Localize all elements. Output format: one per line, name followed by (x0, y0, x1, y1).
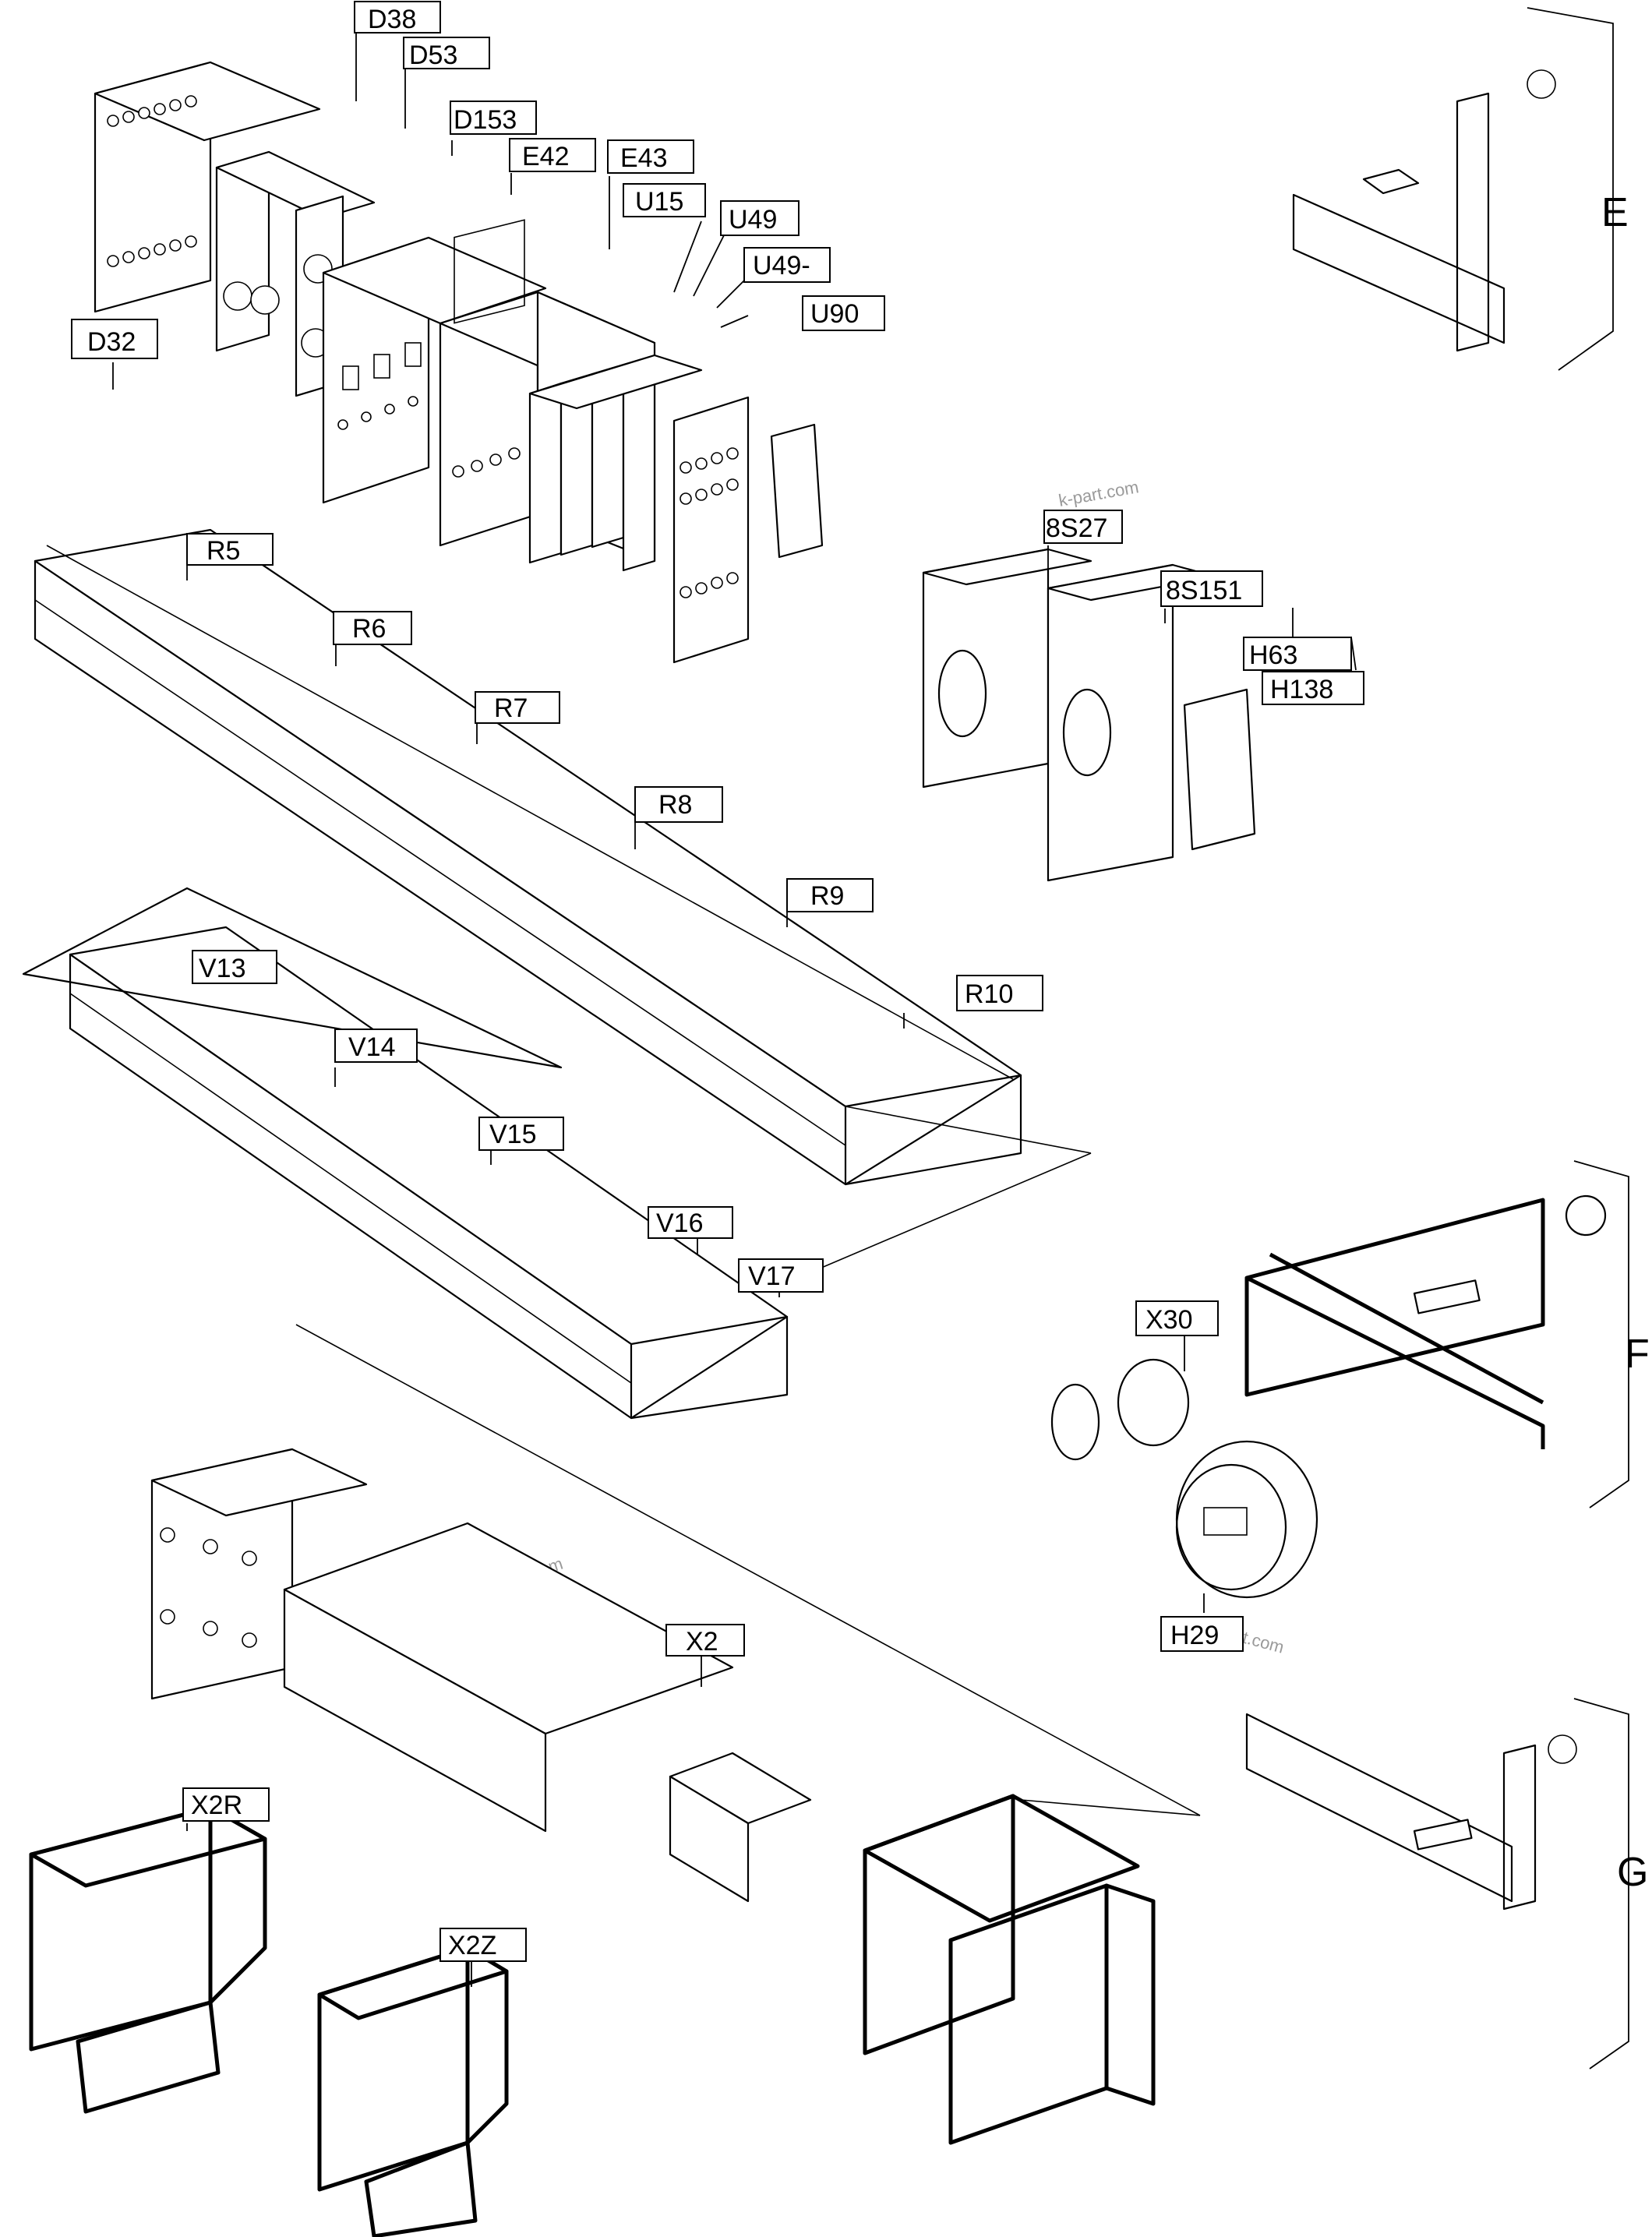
terminal-row-v (22, 887, 789, 1420)
svg-text:X30: X30 (1145, 1305, 1193, 1335)
terminal-row-r (34, 528, 1092, 1286)
label-u49[interactable]: U49 (720, 200, 800, 236)
svg-text:R5: R5 (206, 536, 240, 566)
label-u15[interactable]: U15 (623, 183, 706, 217)
label-x2z[interactable]: X2Z (439, 1928, 527, 1962)
terminal-block-x2z (317, 1946, 509, 2237)
label-r8[interactable]: R8 (634, 786, 723, 823)
svg-text:8S151: 8S151 (1166, 576, 1242, 605)
svg-text:D153: D153 (454, 105, 517, 135)
svg-text:V17: V17 (748, 1261, 796, 1291)
svg-text:H138: H138 (1270, 675, 1333, 704)
svg-text:R9: R9 (810, 881, 844, 911)
label-d32[interactable]: D32 (71, 319, 158, 359)
svg-text:U49-: U49- (753, 251, 810, 281)
svg-text:U49: U49 (729, 205, 777, 235)
group-f[interactable]: F (1625, 1332, 1650, 1377)
rotary-switch-assembly (922, 548, 1256, 882)
svg-text:X2: X2 (686, 1627, 718, 1657)
label-e42[interactable]: E42 (509, 138, 596, 172)
svg-text:8S27: 8S27 (1046, 513, 1107, 543)
svg-text:R8: R8 (658, 790, 692, 820)
label-v13[interactable]: V13 (192, 950, 277, 984)
svg-text:R6: R6 (352, 614, 386, 644)
svg-text:X2R: X2R (191, 1791, 242, 1820)
svg-text:D32: D32 (87, 327, 136, 357)
label-r5[interactable]: R5 (186, 533, 274, 566)
group-e[interactable]: E (1601, 190, 1629, 235)
svg-text:R10: R10 (965, 979, 1013, 1009)
group-letters: E F G (1601, 190, 1650, 1895)
svg-text:D38: D38 (368, 5, 416, 34)
svg-text:E43: E43 (620, 143, 668, 173)
svg-text:V16: V16 (656, 1208, 704, 1238)
label-v17[interactable]: V17 (738, 1258, 824, 1293)
socket-and-hour-meter (1050, 1358, 1318, 1599)
bracket-e (1292, 7, 1614, 371)
svg-text:R7: R7 (494, 693, 528, 723)
label-u90[interactable]: U90 (802, 295, 885, 331)
label-u49-dash[interactable]: U49- (743, 247, 831, 283)
group-g[interactable]: G (1617, 1850, 1648, 1895)
watermark-2: k-part.com (1057, 477, 1141, 510)
bracket-f (1244, 1160, 1629, 1508)
svg-text:U90: U90 (810, 299, 859, 329)
label-r9[interactable]: R9 (786, 878, 874, 912)
label-8s151[interactable]: 8S151 (1160, 570, 1263, 607)
label-h63[interactable]: H63 (1243, 637, 1352, 671)
label-h29[interactable]: H29 (1160, 1616, 1244, 1652)
label-d38[interactable]: D38 (354, 1, 441, 34)
label-r7[interactable]: R7 (475, 691, 560, 724)
terminal-block-x2-right (863, 1794, 1156, 2145)
svg-text:E42: E42 (522, 142, 570, 171)
label-r10[interactable]: R10 (956, 975, 1043, 1011)
svg-text:U15: U15 (635, 187, 683, 217)
label-x2[interactable]: X2 (665, 1624, 745, 1657)
label-d53[interactable]: D53 (403, 37, 490, 70)
relay-assembly (94, 61, 824, 664)
label-v14[interactable]: V14 (334, 1029, 418, 1063)
label-r6[interactable]: R6 (333, 611, 412, 645)
svg-text:H63: H63 (1249, 640, 1297, 670)
label-x2r[interactable]: X2R (182, 1787, 270, 1822)
svg-text:V15: V15 (489, 1120, 537, 1149)
svg-text:D53: D53 (409, 41, 457, 70)
label-v15[interactable]: V15 (478, 1117, 564, 1151)
part-labels: D38 D53 D153 E42 E43 U15 U49 U49- U90 D3… (71, 1, 1364, 1962)
svg-text:V13: V13 (199, 954, 246, 983)
label-8s27[interactable]: 8S27 (1043, 510, 1123, 544)
label-d153[interactable]: D153 (450, 101, 537, 135)
svg-text:X2Z: X2Z (448, 1931, 496, 1960)
leader-lines (112, 33, 1357, 1987)
svg-text:V14: V14 (348, 1032, 396, 1062)
terminal-block-x2 (150, 1324, 1201, 1903)
svg-text:H29: H29 (1170, 1621, 1219, 1650)
label-h138[interactable]: H138 (1262, 671, 1364, 705)
bracket-g (1245, 1698, 1629, 2069)
terminal-block-x2r (29, 1805, 267, 2114)
label-x30[interactable]: X30 (1135, 1300, 1219, 1336)
label-v16[interactable]: V16 (648, 1206, 733, 1239)
label-e43[interactable]: E43 (607, 139, 694, 174)
